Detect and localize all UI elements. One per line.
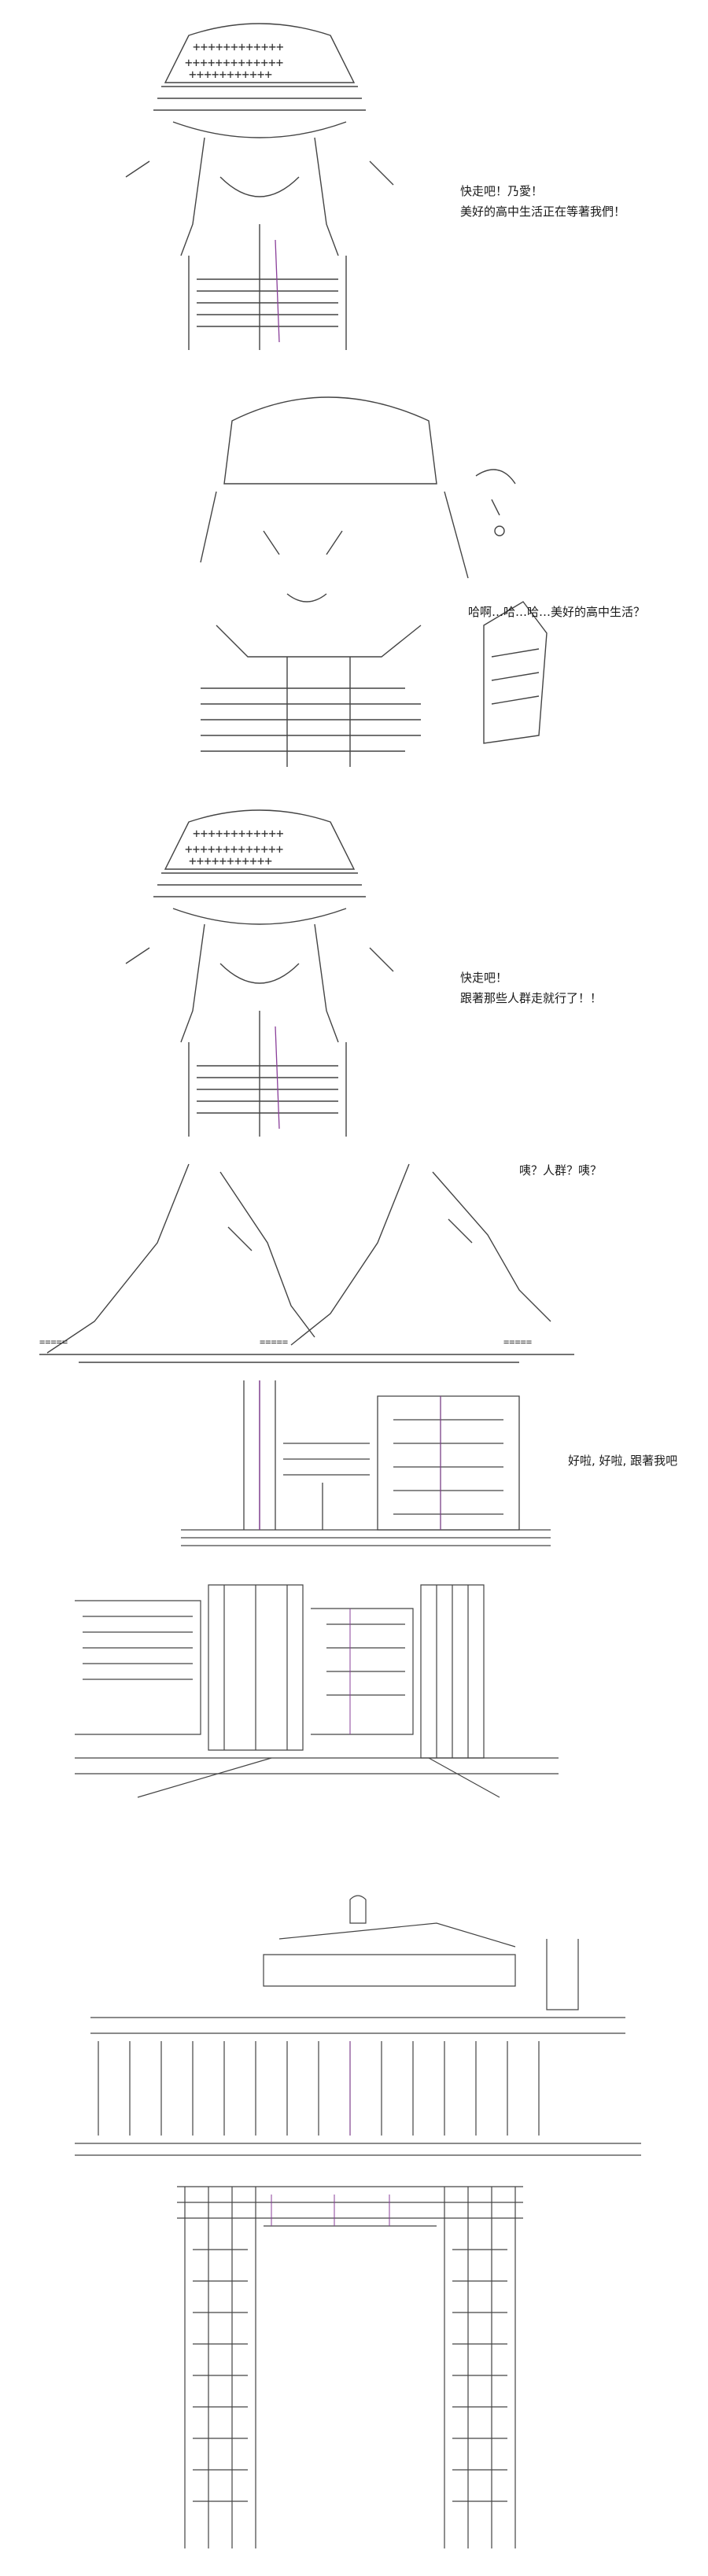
panel-2-dialogue: 哈啊…哈…哈…美好的高中生活？ (468, 602, 645, 622)
panel-2-art (169, 374, 570, 790)
panel-3-dialogue: 快走吧！ 跟著那些人群走就行了！！ (460, 967, 602, 1008)
svg-text:=====: ===== (260, 1336, 288, 1347)
svg-text:=====: ===== (39, 1336, 68, 1347)
panel-5-line-1: 好啦, 好啦, 跟著我吧 (568, 1454, 678, 1468)
panel-1-art: ++++++++++++ +++++++++++++ +++++++++++ (118, 20, 401, 358)
panel-3-art: ++++++++++++ +++++++++++++ +++++++++++ (118, 806, 401, 1144)
panel-7-art (75, 1892, 641, 2171)
panel-8-art (138, 2179, 562, 2556)
panel-1-line-2: 美好的高中生活正在等著我們！ (460, 205, 626, 219)
svg-text:++++++++++++: ++++++++++++ (193, 826, 284, 841)
svg-text:=====: ===== (503, 1336, 532, 1347)
panel-5-dialogue: 好啦, 好啦, 跟著我吧 (568, 1450, 677, 1471)
panel-3-line-2: 跟著那些人群走就行了！！ (460, 991, 603, 1005)
svg-text:+++++++++++: +++++++++++ (189, 67, 272, 82)
svg-text:+++++++++++: +++++++++++ (189, 853, 272, 868)
svg-text:+++++++++++++: +++++++++++++ (185, 55, 283, 70)
panel-4-line-1: 咦？人群？咦？ (519, 1163, 603, 1177)
panel-1-line-1: 快走吧！乃愛！ (460, 184, 544, 198)
panel-4-dialogue: 咦？人群？咦？ (519, 1160, 602, 1181)
panel-5-art (181, 1373, 551, 1561)
svg-text:++++++++++++: ++++++++++++ (193, 39, 284, 54)
panel-4-art: ===== ===== ===== (31, 1148, 582, 1373)
panel-1-dialogue: 快走吧！乃愛！ 美好的高中生活正在等著我們！ (460, 181, 625, 222)
svg-text:+++++++++++++: +++++++++++++ (185, 842, 283, 857)
panel-2-line-1: 哈啊…哈…哈…美好的高中生活？ (468, 605, 646, 619)
panel-6-art (75, 1577, 559, 1801)
panel-3-line-1: 快走吧！ (460, 971, 508, 985)
